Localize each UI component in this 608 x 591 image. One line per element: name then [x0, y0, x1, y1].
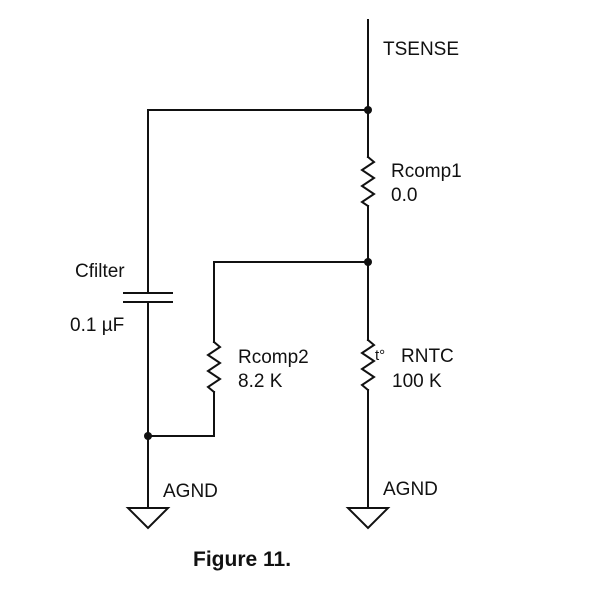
thermistor-symbol: t°	[375, 347, 385, 364]
cfilter-value: 0.1 µF	[70, 315, 124, 336]
rcomp2-resistor	[206, 340, 222, 394]
agnd-label-right: AGND	[383, 479, 438, 500]
cfilter-name: Cfilter	[75, 261, 125, 282]
rcomp2-name: Rcomp2	[238, 347, 309, 368]
tsense-label: TSENSE	[383, 39, 459, 60]
rcomp1-resistor	[360, 155, 376, 208]
rntc-resistor	[360, 338, 376, 392]
figure-caption: Figure 11.	[193, 548, 291, 571]
rcomp2-value: 8.2 K	[238, 371, 283, 392]
junction-dot	[364, 106, 372, 114]
rcomp1-value: 0.0	[391, 185, 417, 206]
junction-dot	[364, 258, 372, 266]
rntc-value: 100 K	[392, 371, 442, 392]
ground-symbol-left	[125, 507, 171, 530]
rcomp1-name: Rcomp1	[391, 161, 462, 182]
rntc-name: RNTC	[401, 346, 454, 367]
ground-symbol-right	[345, 507, 391, 530]
agnd-label-left: AGND	[163, 481, 218, 502]
junction-dot	[144, 432, 152, 440]
